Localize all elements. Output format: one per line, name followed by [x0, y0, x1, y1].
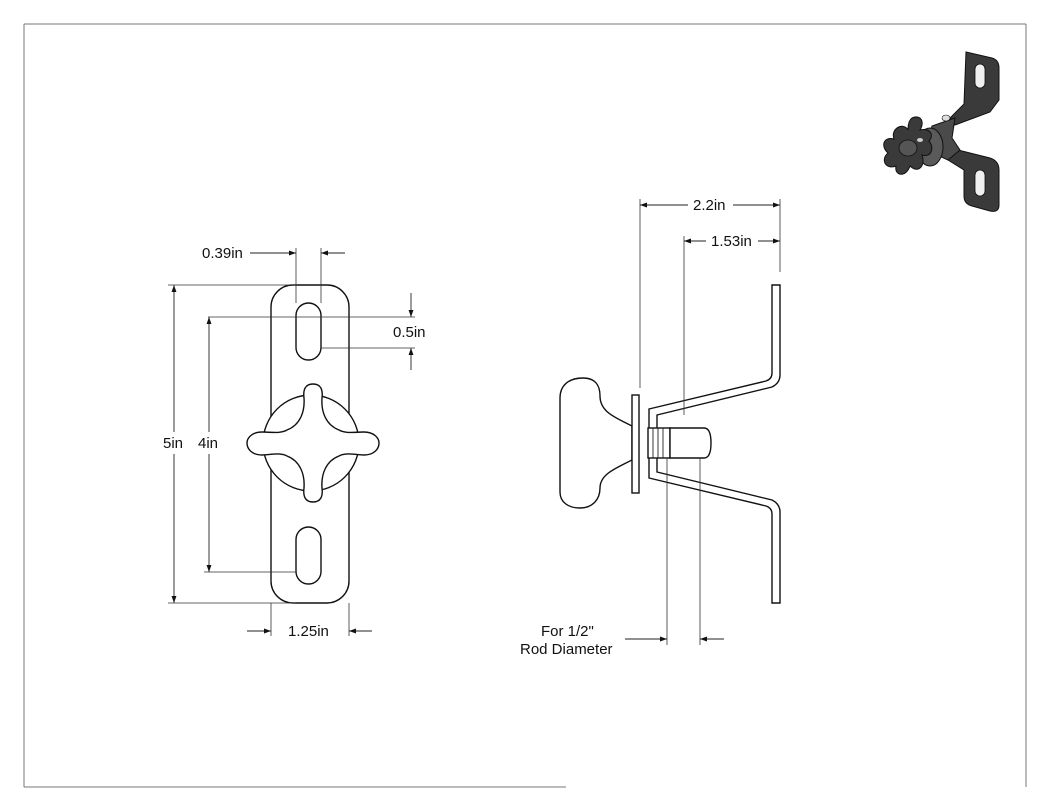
iso-upper-tab [949, 51, 1000, 126]
drawing-frame [23, 23, 1027, 788]
rod-note-line1: For 1/2" [541, 623, 594, 640]
dim-slot-spacing: 4in [198, 435, 218, 452]
dim-overall-depth: 2.2in [693, 197, 726, 214]
dim-plate-width: 1.25in [288, 623, 329, 640]
dim-slot-length: 0.5in [393, 324, 426, 341]
front-view [246, 284, 380, 604]
dim-bracket-depth: 1.53in [711, 233, 752, 250]
z-bracket [648, 284, 781, 604]
front-dimensions: 0.39in 0.5in 5in 4in 1.25in [163, 245, 426, 640]
rod-note-line2: Rod Diameter [520, 641, 613, 658]
upper-slot [295, 302, 322, 361]
iso-upper-slot [974, 63, 986, 89]
iso-knob-hub [898, 139, 918, 157]
stud-tip [669, 427, 712, 459]
side-dimensions: 2.2in 1.53in For 1/2" Rod Diameter [520, 197, 781, 658]
star-knob [246, 383, 380, 503]
iso-lower-tab [947, 147, 1000, 212]
dim-slot-width: 0.39in [202, 245, 243, 262]
iso-knob-highlight [917, 138, 923, 142]
dim-total-height: 5in [163, 435, 183, 452]
stud-threads [652, 428, 664, 458]
isometric-view [883, 51, 1000, 212]
threaded-stud [647, 427, 671, 459]
side-washer [631, 394, 640, 494]
side-view [559, 284, 781, 604]
lower-slot [295, 526, 322, 585]
iso-hole [941, 114, 951, 122]
side-knob [559, 377, 633, 509]
iso-lower-slot [974, 169, 986, 197]
